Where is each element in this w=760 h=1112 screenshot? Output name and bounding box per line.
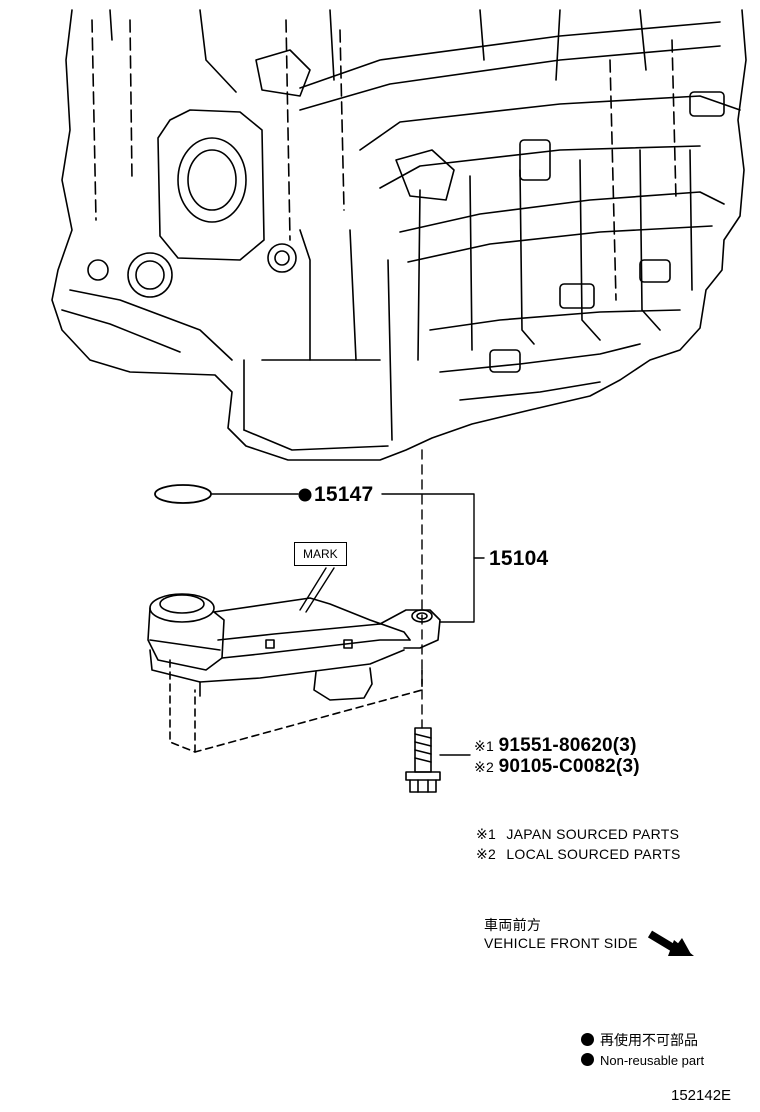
oring-illustration xyxy=(154,484,212,504)
note1-prefix: ※1 xyxy=(476,826,497,842)
bolt-japan-callout[interactable]: ※1 91551-80620(3) xyxy=(474,736,637,755)
part-number-bolt-local: 90105-C0082(3) xyxy=(498,756,640,777)
vehicle-front-en: VEHICLE FRONT SIDE xyxy=(484,935,638,951)
legend-jp-text: 再使用不可部品 xyxy=(600,1032,698,1048)
note1-text: JAPAN SOURCED PARTS xyxy=(506,826,680,842)
vehicle-front-jp: 車両前方 xyxy=(484,917,542,933)
part-number-strainer-assembly[interactable]: 15104 xyxy=(489,547,549,570)
bolt-japan-prefix: ※1 xyxy=(474,738,495,754)
oil-strainer-illustration xyxy=(147,593,441,753)
leader-lines xyxy=(211,449,485,756)
part-number-oring[interactable]: 15147 xyxy=(314,483,374,506)
engine-block-illustration xyxy=(51,9,747,461)
part-number-bolt-japan: 91551-80620(3) xyxy=(498,735,637,756)
legend-en-text: Non-reusable part xyxy=(600,1053,705,1068)
non-reusable-dot-icon xyxy=(298,488,312,502)
note2-prefix: ※2 xyxy=(476,846,497,862)
legend-jp: 再使用不可部品 xyxy=(581,1033,698,1047)
bolt-local-callout[interactable]: ※2 90105-C0082(3) xyxy=(474,757,640,776)
legend-dot-icon xyxy=(581,1053,594,1066)
mark-label: MARK xyxy=(294,542,347,566)
legend-en: Non-reusable part xyxy=(581,1053,704,1067)
figure-id: 152142E xyxy=(671,1087,732,1104)
bolt-illustration xyxy=(405,727,441,793)
legend-dot-icon xyxy=(581,1033,594,1046)
arrow-down-right-icon xyxy=(647,930,694,956)
note-japan-sourced: ※1 JAPAN SOURCED PARTS xyxy=(476,827,679,841)
note2-text: LOCAL SOURCED PARTS xyxy=(506,846,681,862)
bolt-local-prefix: ※2 xyxy=(474,759,495,775)
note-local-sourced: ※2 LOCAL SOURCED PARTS xyxy=(476,847,681,861)
